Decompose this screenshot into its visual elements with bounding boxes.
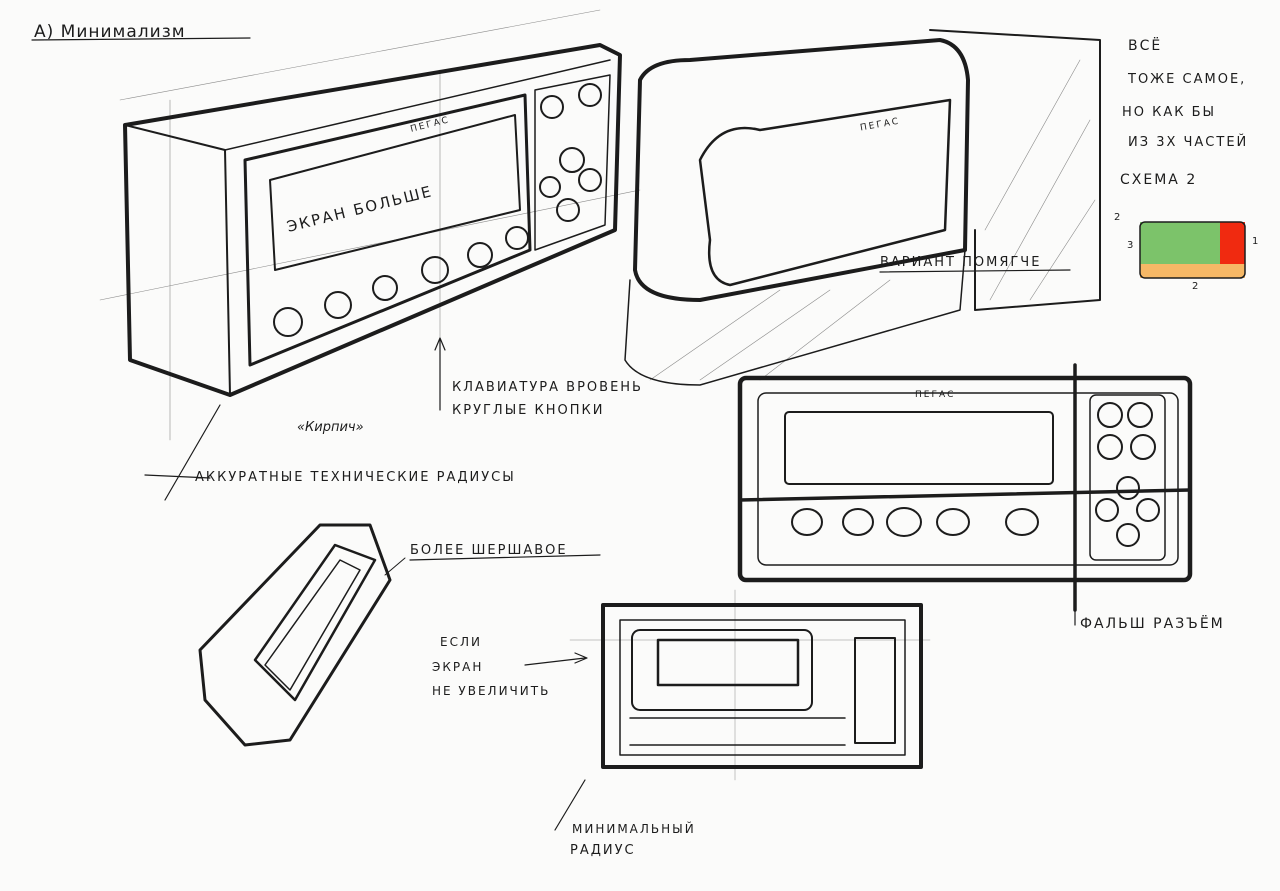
scheme-label-right: 1	[1252, 236, 1259, 247]
device-rough-sketch	[198, 523, 406, 747]
label-min-radius-2: радиус	[570, 843, 636, 858]
leader-lines	[144, 269, 1076, 831]
page-title: А) Минимализм	[34, 22, 186, 42]
label-rougher: Более шершавое	[410, 543, 568, 558]
label-keyboard-2: круглые кнопки	[452, 403, 605, 418]
label-three-parts-2: тоже самое,	[1128, 72, 1247, 87]
label-softer-variant: Вариант помягче	[880, 255, 1042, 270]
label-scheme: Схема 2	[1120, 172, 1198, 188]
scheme-label-bottom: 2	[1192, 281, 1199, 292]
scheme-label-top: 2	[1114, 212, 1121, 223]
label-keyboard-1: Клавиатура вровень	[452, 380, 643, 395]
label-three-parts-4: из 3х частей	[1128, 135, 1249, 150]
label-brick: «Кирпич»	[297, 420, 364, 435]
device-brick-sketch	[99, 9, 641, 441]
label-three-parts-3: но как бы	[1122, 105, 1217, 120]
brand-label: ПЕГАС	[915, 390, 956, 400]
device-small-front-sketch	[569, 589, 931, 781]
device-soft-sketch	[624, 29, 1101, 386]
scheme-label-left: 3	[1127, 240, 1134, 251]
label-fake-connector: Фальш разъём	[1080, 616, 1225, 632]
label-if-screen-1: Если	[440, 635, 482, 649]
label-three-parts-1: Всё	[1128, 38, 1163, 54]
label-min-radius-1: Минимальный	[572, 822, 696, 836]
label-if-screen-2: экран	[432, 660, 484, 674]
label-radii: Аккуратные технические радиусы	[195, 470, 516, 485]
device-front-sketch	[737, 363, 1193, 612]
label-if-screen-3: не увеличить	[432, 684, 551, 698]
color-scheme-diagram	[1139, 221, 1246, 279]
